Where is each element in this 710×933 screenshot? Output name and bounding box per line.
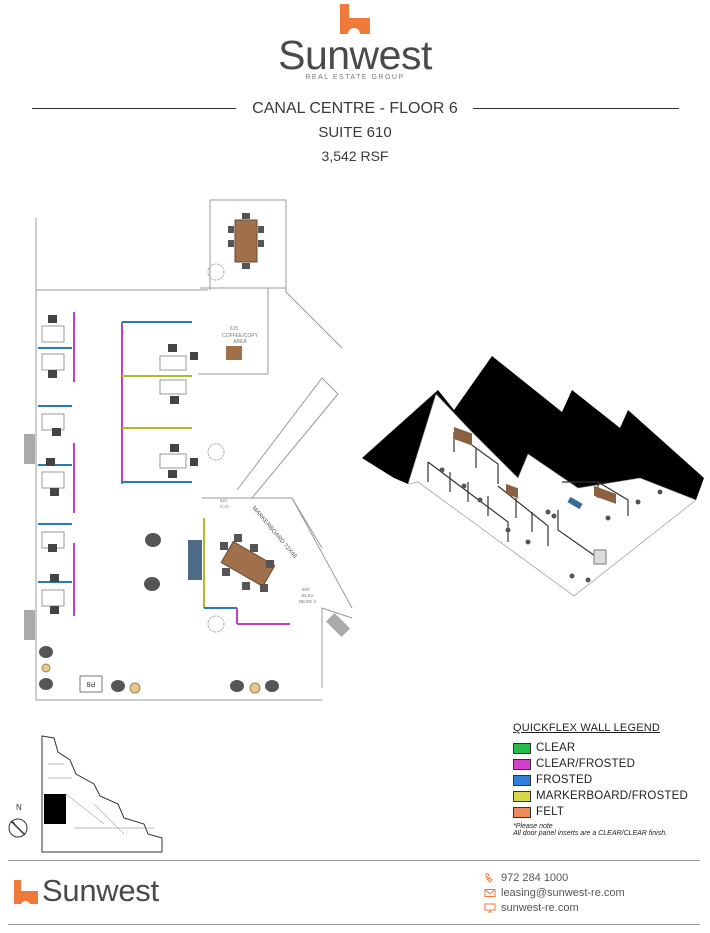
iso-tables — [454, 426, 616, 504]
phone-number: 972 284 1000 — [501, 872, 569, 884]
legend-label: FROSTED — [536, 774, 593, 786]
legend-label: CLEAR — [536, 742, 576, 754]
legend-label: CLEAR/FROSTED — [536, 758, 636, 770]
reception-tag: P8 — [87, 680, 96, 687]
legend-swatch — [513, 742, 531, 754]
suite-title: SUITE 610 — [318, 124, 392, 141]
contact-email[interactable]: leasing@sunwest-re.com — [484, 887, 625, 899]
web-icon — [484, 903, 496, 913]
brand-subtitle: REAL ESTATE GROUP — [305, 74, 405, 81]
header-rule-right — [473, 108, 679, 109]
web-address: sunwest-re.com — [501, 902, 579, 914]
legend-item: FELT — [513, 804, 703, 820]
legend-note-body: All door panel inserts are a CLEAR/CLEAR… — [513, 830, 668, 837]
iso-building-shell — [362, 356, 704, 500]
room-label-2: ELEV — [302, 593, 314, 598]
legend-note-head: *Please note — [513, 823, 553, 830]
coffee-room-sub: AREA — [233, 339, 247, 345]
legend-item: MARKERBOARD/FROSTED — [513, 788, 703, 804]
key-plan-suite-highlight — [44, 794, 66, 824]
workstations-left — [38, 312, 75, 616]
north-arrow-icon — [8, 818, 28, 838]
sunwest-logo-icon — [340, 4, 370, 34]
building-title: CANAL CENTRE - FLOOR 6 — [252, 100, 458, 117]
room-label-1: 600 — [302, 587, 310, 592]
room-label-3: BB EE 4 — [299, 599, 317, 604]
legend-swatch — [513, 806, 531, 818]
conference-room-lower: MARKERBOARD 72X48 621 C.O. 600 ELEV BB E… — [188, 498, 317, 633]
lounge-seating — [39, 533, 279, 692]
wall-legend: QUICKFLEX WALL LEGEND CLEAR CLEAR/FROSTE… — [513, 722, 703, 837]
coffee-room-name: COFFEE/COPY — [222, 333, 259, 339]
header-logo: Sunwest REAL ESTATE GROUP — [0, 0, 710, 90]
column — [24, 434, 35, 464]
iso-floor — [407, 393, 697, 597]
legend-item: CLEAR/FROSTED — [513, 756, 703, 772]
email-icon — [484, 889, 496, 897]
footer-rule-top — [8, 860, 700, 861]
footer-rule-bottom — [8, 924, 700, 925]
iso-chairs — [439, 467, 663, 583]
isometric-view — [362, 356, 704, 597]
legend-swatch — [513, 774, 531, 786]
footer-brand: Sunwest — [42, 873, 159, 908]
legend-swatch — [513, 758, 531, 770]
footer-logo-icon — [14, 880, 38, 904]
header-rule-left — [32, 108, 236, 109]
reception-tag-box — [79, 675, 103, 693]
coffee-room-number: 615 — [230, 326, 239, 332]
conference-table-top — [228, 213, 264, 269]
contact-phone[interactable]: 972 284 1000 — [484, 872, 568, 884]
phone-icon — [485, 873, 493, 883]
column — [24, 610, 35, 640]
column — [325, 612, 351, 638]
door-label2: C.O. — [220, 504, 229, 509]
area-title: 3,542 RSF — [321, 148, 389, 164]
legend-item: FROSTED — [513, 772, 703, 788]
brand-name: Sunwest — [278, 32, 432, 78]
north-label: N — [16, 803, 22, 812]
workstations-center — [121, 321, 198, 484]
key-plan: N — [8, 735, 163, 853]
legend-label: MARKERBOARD/FROSTED — [536, 790, 689, 802]
legend-label: FELT — [536, 806, 565, 818]
legend-title: QUICKFLEX WALL LEGEND — [513, 722, 661, 734]
legend-item: CLEAR — [513, 740, 703, 756]
contact-web[interactable]: sunwest-re.com — [484, 902, 579, 914]
coffee-room: 615 COFFEE/COPY AREA — [222, 326, 259, 360]
email-address: leasing@sunwest-re.com — [501, 887, 625, 899]
floor-plan: 615 COFFEE/COPY AREA MARKERBOARD 72X48 6… — [24, 199, 353, 701]
markerboard-label: MARKERBOARD 72X48 — [250, 505, 297, 560]
door-label: 621 — [220, 498, 228, 503]
legend-swatch — [513, 790, 531, 802]
